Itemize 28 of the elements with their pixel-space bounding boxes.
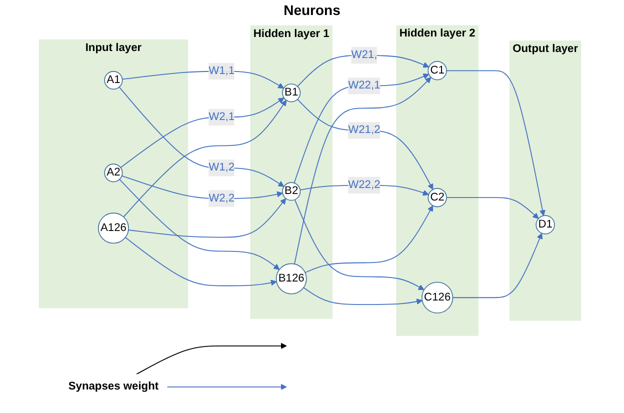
neuron-circle: A1 (104, 71, 123, 90)
neuron-circle: A2 (104, 164, 123, 182)
neuron-circle: C2 (428, 188, 447, 208)
leader-line (166, 384, 287, 390)
neuron-circle: D1 (536, 215, 555, 234)
neuron-circle: C126 (422, 282, 454, 314)
neuron-circle: B2 (282, 182, 301, 201)
leader-line (136, 342, 287, 375)
layer-label: Input layer (85, 42, 142, 54)
arrow (446, 70, 546, 216)
neuron-circle: B1 (282, 84, 301, 102)
arrow (124, 236, 277, 286)
arrow (452, 232, 543, 298)
neuron-circle: A126 (98, 212, 129, 244)
neuron-circle: B126 (276, 263, 307, 294)
arrow (123, 100, 287, 218)
arrow (294, 199, 424, 290)
diagram-title: Neurons (282, 2, 342, 18)
arrow (303, 287, 423, 306)
layer-label: Hidden layer 1 (253, 28, 330, 40)
arrow (128, 198, 286, 238)
arrow (294, 76, 432, 264)
layer-label: Hidden layer 2 (399, 28, 476, 40)
arrow (304, 205, 434, 274)
arrow (119, 178, 280, 270)
neuron-circle: C1 (428, 61, 447, 80)
layer-label: Output layer (512, 42, 578, 55)
arrow (446, 197, 539, 219)
